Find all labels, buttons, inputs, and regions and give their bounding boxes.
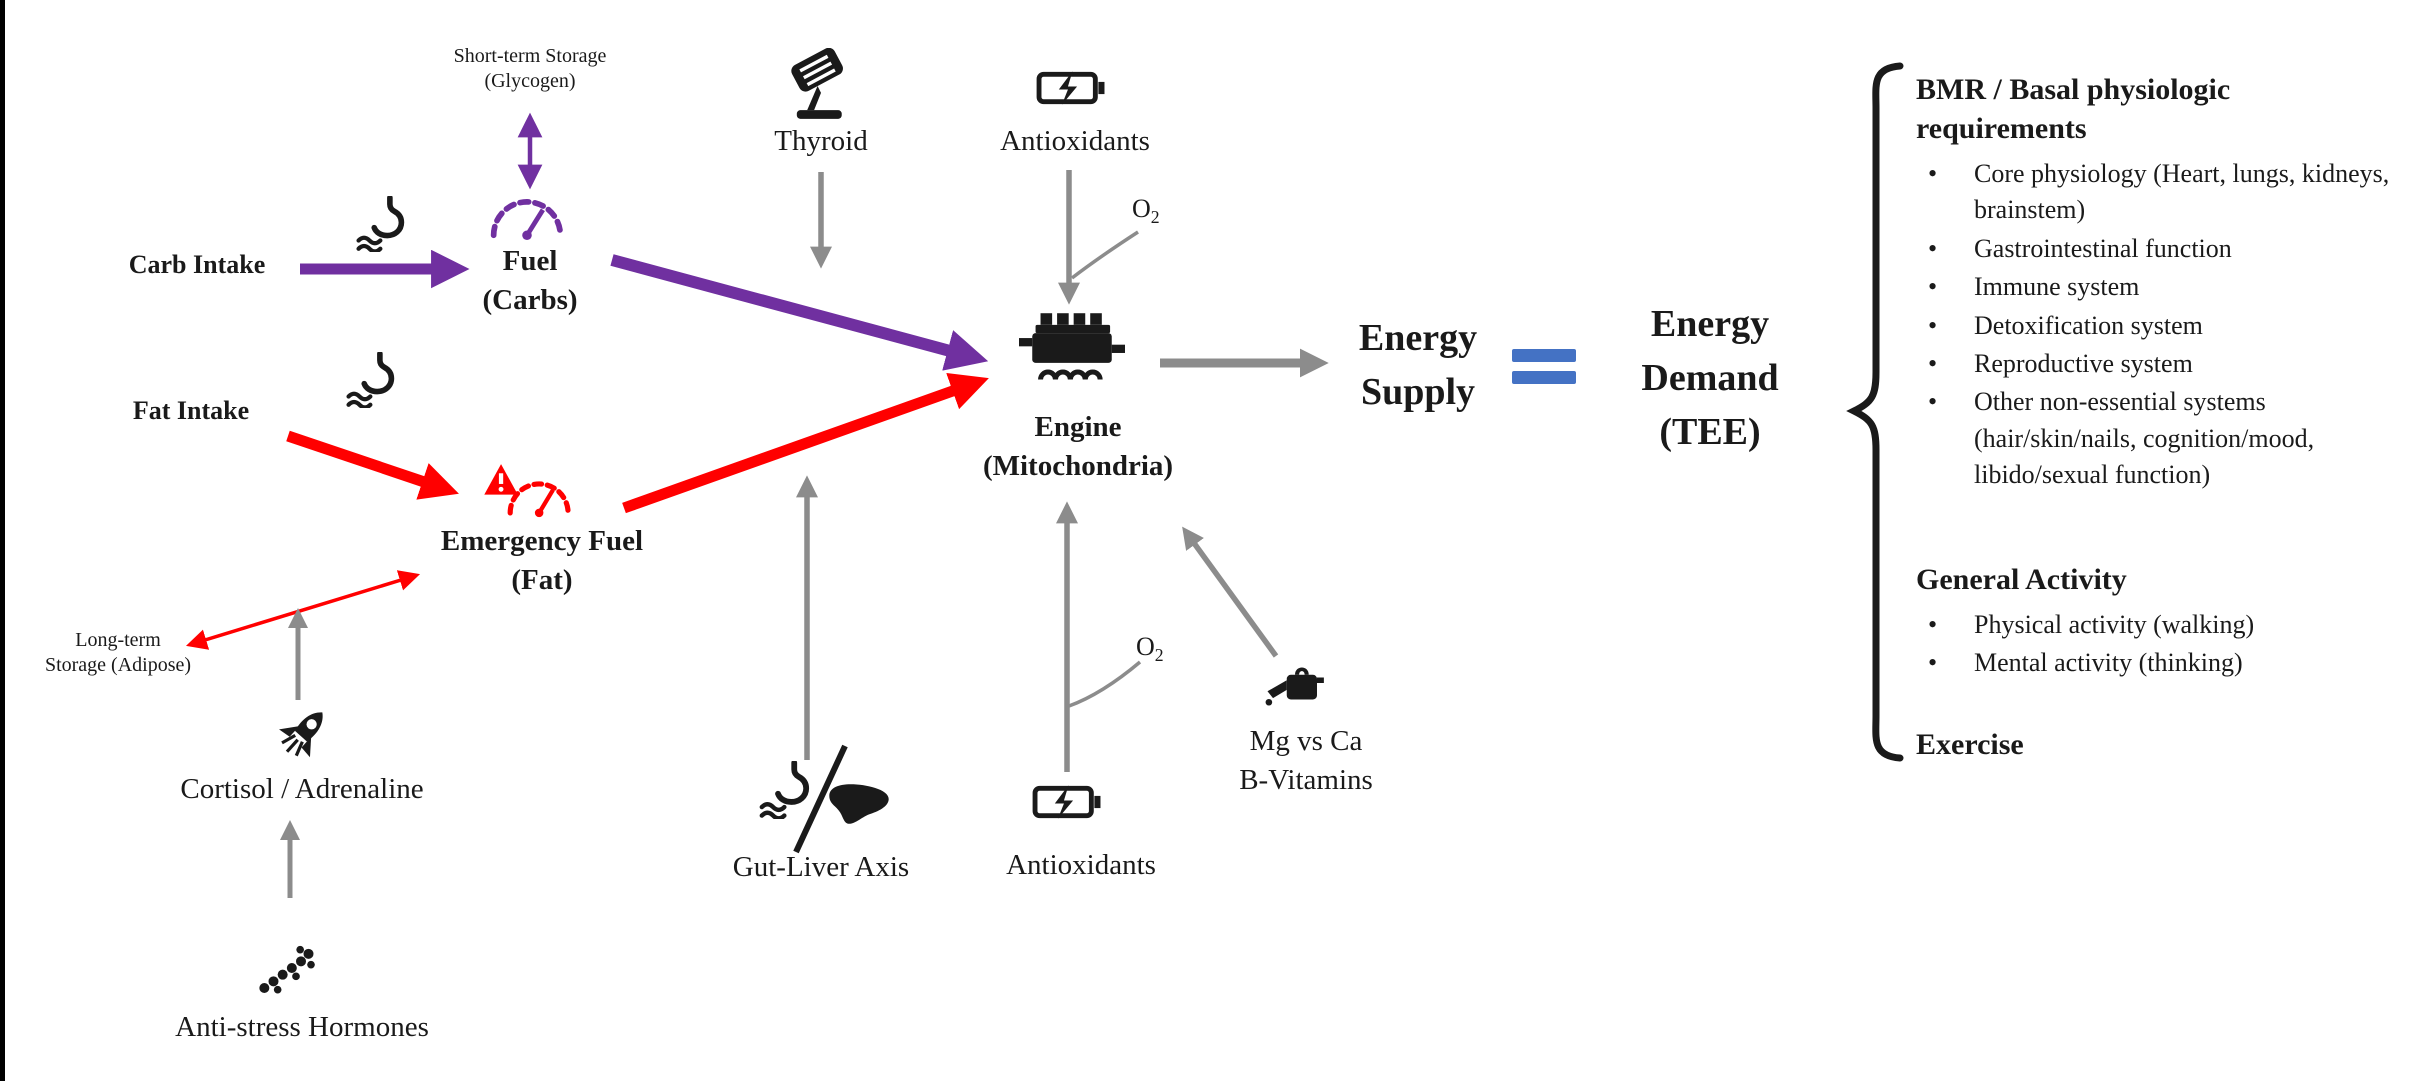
exercise-heading: Exercise bbox=[1916, 728, 2024, 762]
list-item: Core physiology (Heart, lungs, kidneys, … bbox=[1916, 156, 2408, 229]
thyroid-label: Thyroid bbox=[774, 125, 868, 157]
pedal-icon bbox=[783, 47, 859, 129]
antioxidants-top-label: Antioxidants bbox=[1000, 125, 1150, 157]
carb-intake-label: Carb Intake bbox=[128, 250, 266, 279]
o2-bottom-connector bbox=[1068, 660, 1142, 708]
battery-charge-icon bbox=[1032, 780, 1102, 829]
hormone-molecule-icon bbox=[256, 938, 316, 1003]
energy-supply-label: Energy Supply bbox=[1358, 317, 1478, 413]
o2-top-label: O2 bbox=[1132, 194, 1160, 228]
anti-stress-label: Anti-stress Hormones bbox=[175, 1011, 429, 1043]
stomach-icon bbox=[352, 194, 408, 257]
rocket-icon bbox=[270, 703, 334, 772]
energy-demand-label: Energy Demand (TEE) bbox=[1641, 303, 1779, 453]
liver-icon bbox=[826, 782, 892, 831]
arrow-fat-to-emergency bbox=[286, 430, 459, 500]
list-item: Detoxification system bbox=[1916, 308, 2408, 345]
energy-demand-list: BMR / Basal physiologic requirements Cor… bbox=[1916, 70, 2408, 764]
emergency-fuel-node-label: Emergency Fuel (Fat) bbox=[440, 525, 644, 597]
fuel-node-label: Fuel (Carbs) bbox=[482, 245, 578, 317]
demand-brace bbox=[1846, 62, 1904, 762]
engine-node-label: Engine (Mitochondria) bbox=[982, 411, 1174, 483]
fat-intake-label: Fat Intake bbox=[132, 396, 250, 425]
short-term-storage-label: Short-term Storage (Glycogen) bbox=[453, 45, 607, 92]
stomach-icon bbox=[342, 350, 398, 413]
bmr-heading: BMR / Basal physiologic requirements bbox=[1916, 73, 2231, 145]
list-item: Immune system bbox=[1916, 269, 2408, 306]
stomach-icon bbox=[755, 759, 813, 824]
engine-icon bbox=[1019, 310, 1125, 391]
left-edge-border bbox=[0, 0, 5, 1081]
general-activity-heading: General Activity bbox=[1916, 562, 2127, 596]
o2-bottom-label: O2 bbox=[1136, 632, 1164, 666]
gut-liver-label: Gut-Liver Axis bbox=[732, 851, 910, 883]
o2-top-connector bbox=[1070, 230, 1139, 280]
minerals-label: Mg vs Ca B-Vitamins bbox=[1239, 725, 1373, 797]
battery-charge-icon bbox=[1036, 66, 1106, 115]
oil-can-icon bbox=[1262, 658, 1328, 713]
arrow-minerals-to-engine bbox=[1182, 526, 1279, 658]
general-activity-items: Physical activity (walking) Mental activ… bbox=[1916, 607, 2408, 682]
list-item: Mental activity (thinking) bbox=[1916, 645, 2408, 682]
arrow-fuel-to-engine bbox=[610, 254, 989, 371]
cortisol-label: Cortisol / Adrenaline bbox=[180, 773, 424, 805]
bmr-items: Core physiology (Heart, lungs, kidneys, … bbox=[1916, 156, 2408, 494]
list-item: Physical activity (walking) bbox=[1916, 607, 2408, 644]
list-item: Gastrointestinal function bbox=[1916, 231, 2408, 268]
list-item: Other non-essential systems (hair/skin/n… bbox=[1916, 384, 2408, 493]
arrow-emergency-adipose bbox=[185, 570, 421, 650]
fuel-gauge-icon bbox=[482, 186, 572, 245]
long-term-storage-label: Long-term Storage (Adipose) bbox=[44, 629, 192, 676]
antioxidants-bottom-label: Antioxidants bbox=[1006, 849, 1156, 881]
list-item: Reproductive system bbox=[1916, 346, 2408, 383]
arrow-emergency-to-engine bbox=[622, 372, 989, 514]
emergency-gauge-icon bbox=[482, 455, 578, 524]
